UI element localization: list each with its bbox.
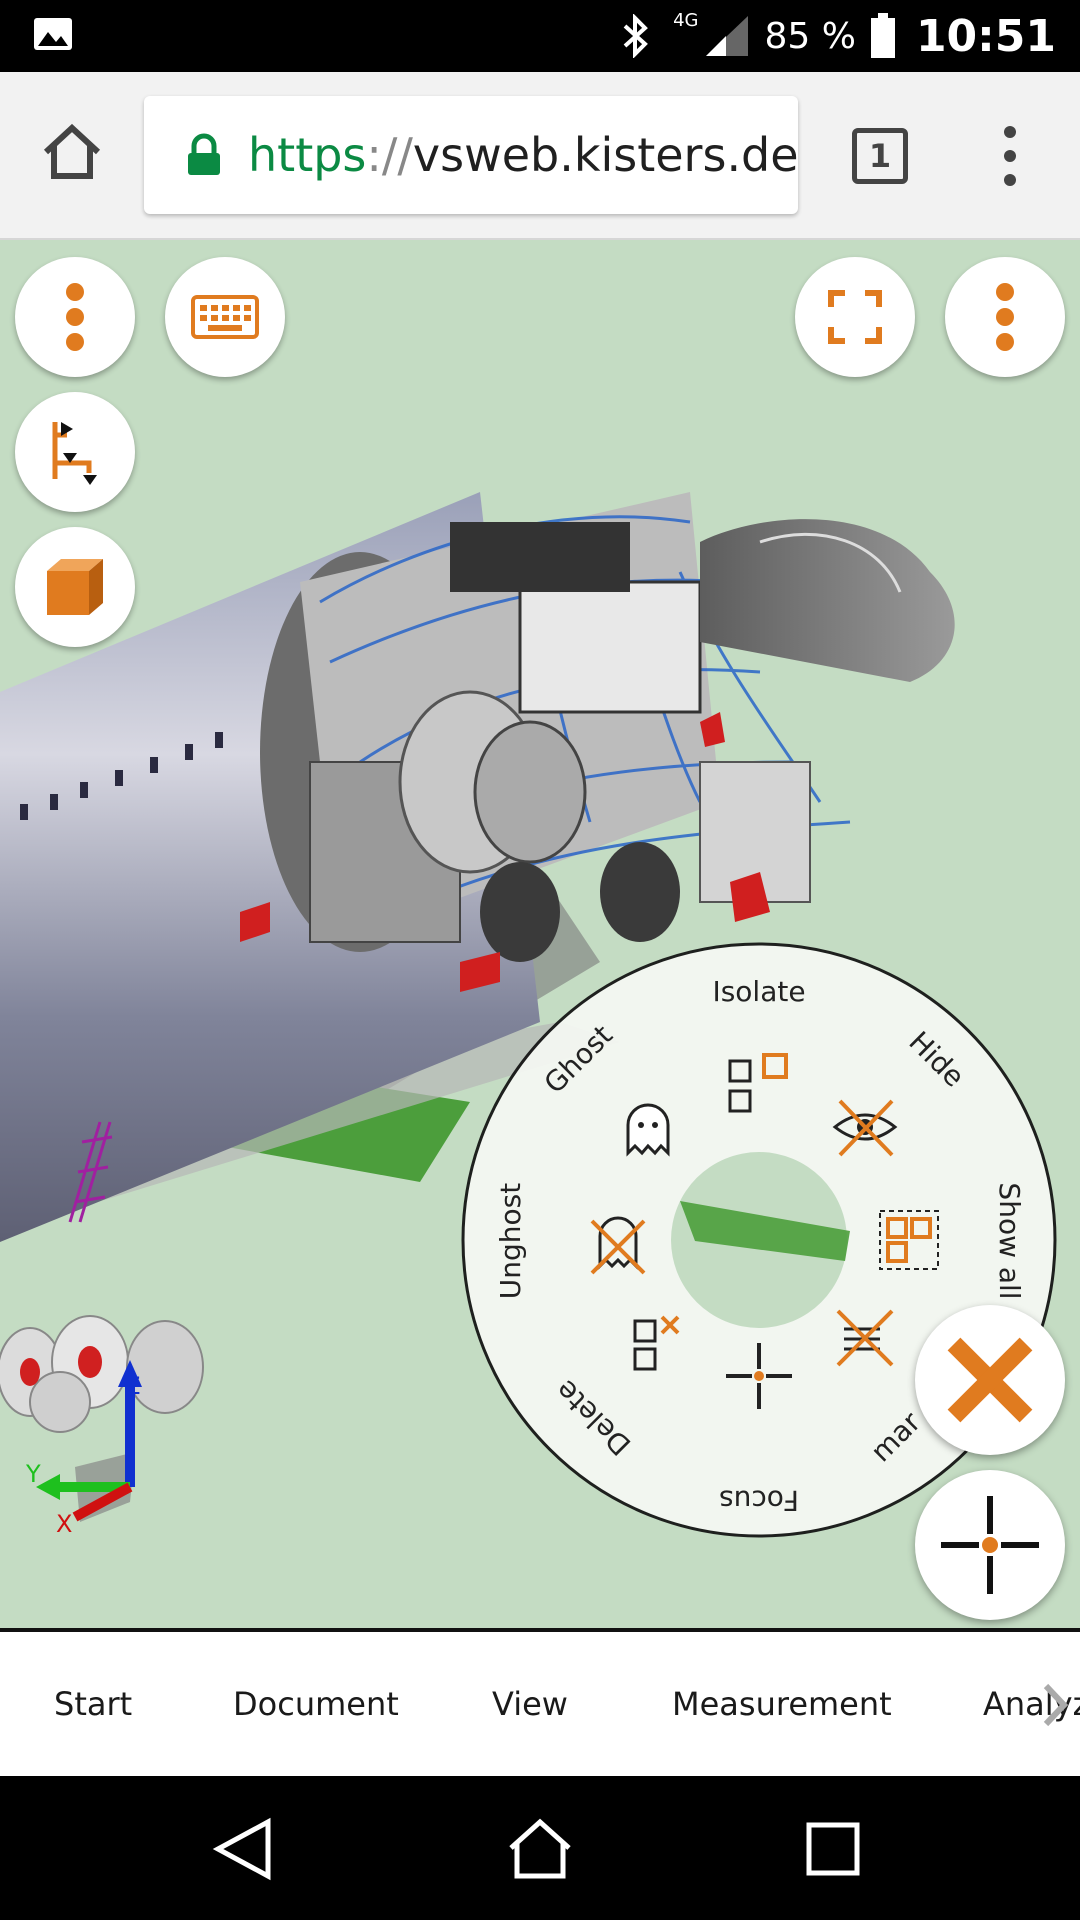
browser-menu-icon[interactable] (990, 120, 1030, 192)
focus-label: Focus (719, 1484, 799, 1517)
tab-start[interactable]: Start (54, 1685, 133, 1723)
structure-tree-button[interactable] (15, 392, 135, 512)
aircraft-model[interactable]: Z Y X (0, 242, 1080, 1628)
axis-triad (36, 1360, 142, 1522)
close-menu-button[interactable] (915, 1305, 1065, 1455)
system-nav-bar (0, 1776, 1080, 1920)
status-bar: 4G 85 % 10:51 (0, 0, 1080, 72)
axis-label-x: X (56, 1510, 72, 1538)
tree-icon (52, 422, 97, 485)
axis-label-z: Z (124, 1372, 140, 1400)
focus-icon (726, 1343, 792, 1409)
close-icon (947, 1337, 1033, 1423)
radial-item-focus[interactable]: Focus (719, 1343, 799, 1517)
isolate-label: Isolate (712, 975, 805, 1008)
back-icon[interactable] (210, 1816, 276, 1882)
axis-label-y: Y (25, 1460, 41, 1488)
tab-view[interactable]: View (492, 1685, 568, 1723)
recents-icon[interactable] (805, 1821, 861, 1877)
battery-icon (870, 13, 895, 58)
radial-item-isolate[interactable]: Isolate (712, 975, 806, 1113)
address-bar[interactable]: https://vsweb.kisters.de/ (144, 96, 798, 214)
hide-icon (832, 1099, 898, 1157)
more-vertical-icon (996, 283, 1014, 351)
radial-context-menu[interactable]: Isolate Hide Show all (460, 941, 1058, 1539)
url-host: vsweb.kisters.de/ (412, 128, 798, 182)
ghost-icon (626, 1103, 670, 1157)
fullscreen-button[interactable] (795, 257, 915, 377)
crosshair-icon (941, 1496, 1039, 1594)
left-menu-button[interactable] (15, 257, 135, 377)
keyboard-icon (191, 295, 259, 339)
show-all-icon (879, 1210, 939, 1270)
right-menu-button[interactable] (945, 257, 1065, 377)
clock: 10:51 (915, 10, 1056, 62)
more-vertical-icon (66, 283, 84, 351)
tab-document[interactable]: Document (233, 1685, 399, 1723)
home-nav-icon[interactable] (505, 1814, 575, 1884)
url-separator: :// (366, 128, 413, 182)
isolate-icon (728, 1053, 788, 1113)
url-text[interactable]: https://vsweb.kisters.de/ (248, 128, 798, 182)
fullscreen-icon (828, 290, 882, 344)
unghost-icon (590, 1216, 646, 1275)
chevron-right-icon[interactable] (1040, 1680, 1070, 1730)
show-all-label: Show all (993, 1182, 1026, 1299)
battery-percent: 85 % (764, 15, 856, 57)
lock-icon (188, 133, 220, 175)
bottom-tab-bar: Start Document View Measurement Analyz (0, 1628, 1080, 1776)
crosshair-button[interactable] (915, 1470, 1065, 1620)
home-icon[interactable] (40, 120, 104, 184)
gallery-icon (34, 18, 72, 50)
view-cube-button[interactable] (15, 527, 135, 647)
tab-switcher-button[interactable]: 1 (852, 128, 908, 184)
radial-item-unghost[interactable]: Unghost (494, 1183, 646, 1299)
browser-toolbar: https://vsweb.kisters.de/ 1 (0, 72, 1080, 240)
cube-icon (47, 559, 103, 615)
keyboard-button[interactable] (165, 257, 285, 377)
3d-viewer-canvas[interactable]: Z Y X (0, 242, 1080, 1628)
radial-item-show-all[interactable]: Show all (879, 1182, 1026, 1300)
mark-icon (836, 1309, 894, 1367)
unghost-label: Unghost (494, 1183, 527, 1299)
network-type: 4G (673, 9, 699, 31)
url-scheme: https (248, 128, 367, 182)
bluetooth-icon (623, 14, 648, 58)
delete-icon (633, 1315, 680, 1371)
tab-measurement[interactable]: Measurement (672, 1685, 892, 1723)
signal-icon (706, 16, 749, 56)
